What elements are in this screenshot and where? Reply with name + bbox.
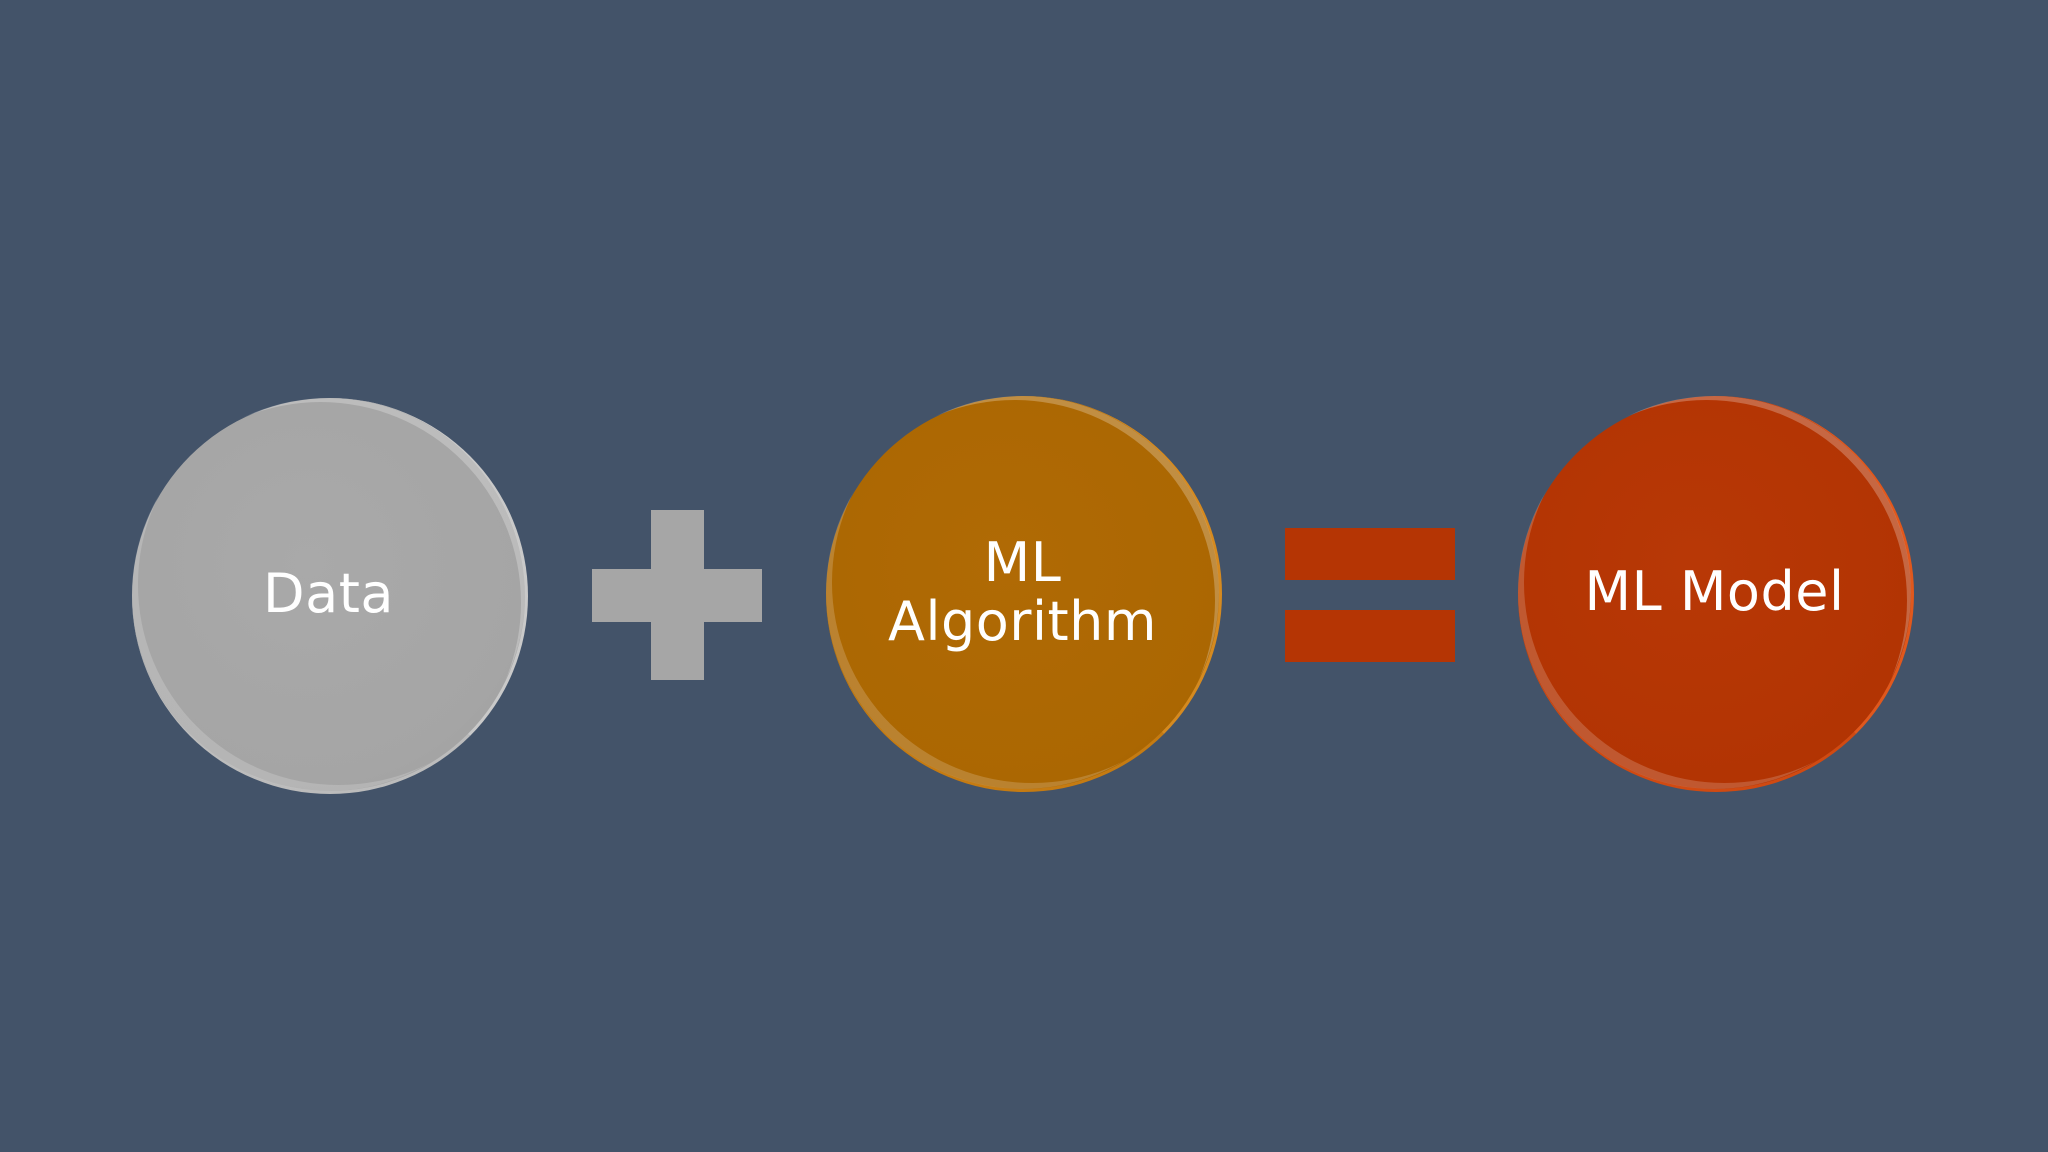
plus-icon xyxy=(592,510,762,680)
ml-algorithm-circle: ML Algorithm xyxy=(826,396,1222,792)
plus-vertical-bar xyxy=(651,510,704,680)
ml-model-label-line-1: ML Model xyxy=(1584,560,1845,624)
equals-top-bar xyxy=(1285,528,1455,580)
data-circle: Data xyxy=(132,398,528,794)
ml-algorithm-label-line-1: ML xyxy=(983,531,1062,595)
equals-bottom-bar xyxy=(1285,610,1455,662)
data-label: Data xyxy=(263,562,394,626)
ml-model-label: ML Model xyxy=(1584,560,1845,624)
ml-model-circle: ML Model xyxy=(1518,396,1914,792)
ml-algorithm-label: ML Algorithm xyxy=(888,531,1157,653)
equals-icon xyxy=(1285,528,1455,664)
ml-algorithm-label-line-2: Algorithm xyxy=(888,589,1157,653)
data-label-line-1: Data xyxy=(263,562,394,626)
